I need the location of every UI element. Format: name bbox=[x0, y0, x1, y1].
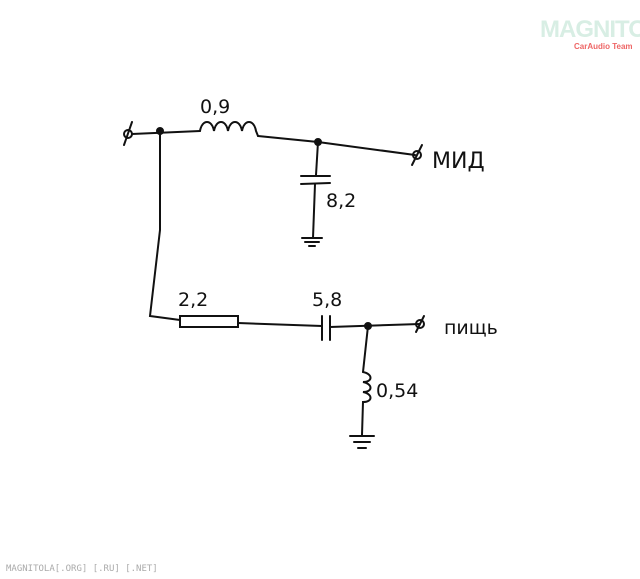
ground-icon bbox=[349, 435, 375, 449]
output-terminal-tweeter bbox=[415, 315, 425, 333]
input-terminal bbox=[123, 121, 133, 146]
label-c2: 5,8 bbox=[312, 289, 342, 311]
wire bbox=[315, 141, 319, 176]
output-terminal-mid bbox=[411, 144, 423, 166]
watermark-logo: MAGNITOLA bbox=[540, 16, 640, 43]
resistor-r1 bbox=[179, 315, 239, 328]
wire bbox=[257, 135, 416, 156]
wire bbox=[362, 325, 369, 373]
label-mid: МИД bbox=[432, 149, 485, 174]
label-c1: 8,2 bbox=[326, 190, 356, 212]
wire bbox=[148, 130, 181, 321]
label-tweeter: пищь bbox=[444, 317, 498, 339]
label-l1: 0,9 bbox=[200, 96, 230, 118]
watermark-tagline: CarAudio Team bbox=[574, 42, 633, 51]
inductor-l1 bbox=[199, 121, 259, 137]
label-l2: 0,54 bbox=[376, 380, 418, 402]
capacitor-c1 bbox=[300, 175, 331, 185]
inductor-l2 bbox=[361, 371, 372, 436]
wire bbox=[329, 323, 421, 328]
label-r1: 2,2 bbox=[178, 289, 208, 311]
wire bbox=[131, 130, 201, 135]
capacitor-c2 bbox=[321, 315, 331, 341]
ground-icon bbox=[301, 237, 323, 247]
wire bbox=[237, 322, 323, 327]
watermark-footer: MAGNITOLA[.ORG] [.RU] [.NET] bbox=[6, 564, 158, 574]
wire bbox=[312, 183, 316, 239]
